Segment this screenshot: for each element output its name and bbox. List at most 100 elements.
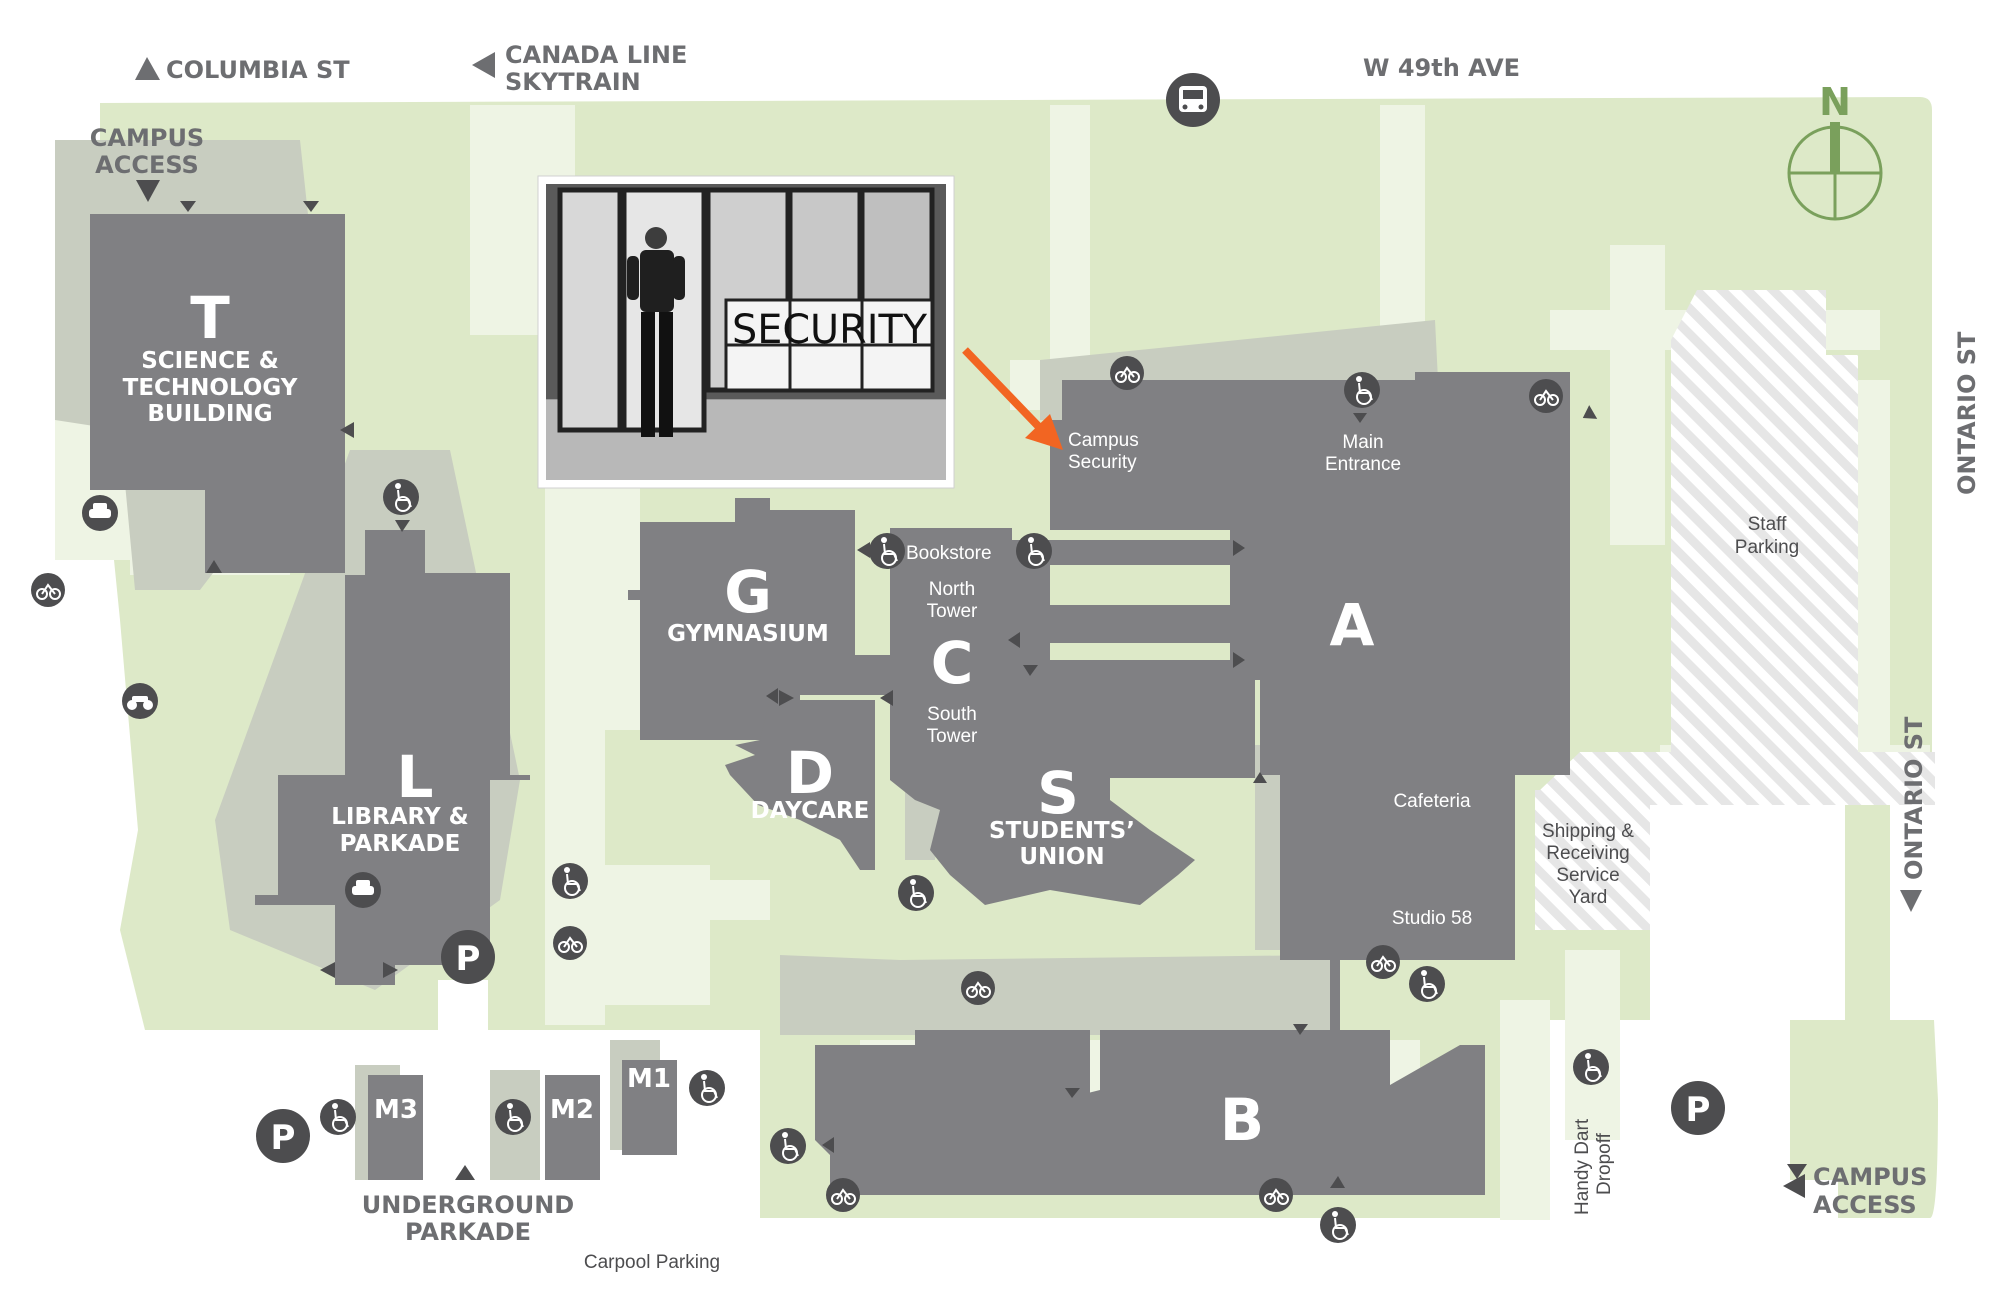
underground-parkade-label-2: PARKADE bbox=[405, 1218, 531, 1246]
accessible-icon bbox=[869, 533, 905, 569]
car-icon bbox=[345, 872, 381, 908]
parking-icon[interactable]: P bbox=[256, 1109, 310, 1163]
accessible-icon bbox=[1320, 1207, 1356, 1243]
building-c[interactable] bbox=[890, 528, 1255, 905]
parking-icon[interactable]: P bbox=[1671, 1081, 1725, 1135]
building-b[interactable] bbox=[815, 1030, 1485, 1195]
street-canada-line-1: CANADA LINE bbox=[505, 41, 687, 69]
security-officer bbox=[627, 227, 685, 437]
building-a-letter: A bbox=[1330, 591, 1375, 659]
accessible-icon bbox=[552, 863, 588, 899]
building-l-letter: L bbox=[397, 743, 434, 811]
underground-parkade-label-1: UNDERGROUND bbox=[362, 1191, 574, 1219]
accessible-icon bbox=[1409, 966, 1445, 1002]
street-w49: W 49th AVE bbox=[1363, 54, 1520, 82]
building-g-name: GYMNASIUM bbox=[667, 621, 829, 647]
bookstore-label: Bookstore bbox=[906, 543, 992, 564]
building-l[interactable] bbox=[255, 530, 530, 985]
security-photo: SECURITY bbox=[537, 175, 955, 489]
handy-dart-label-2: Dropoff bbox=[1594, 1132, 1615, 1195]
staff-parking-area bbox=[1671, 290, 1858, 752]
building-b-letter: B bbox=[1220, 1086, 1264, 1154]
accessible-icon bbox=[1016, 533, 1052, 569]
building-t-name-1: SCIENCE & bbox=[141, 348, 279, 374]
building-l-name-2: PARKADE bbox=[340, 831, 461, 857]
bicycle-icon bbox=[826, 1178, 860, 1212]
security-sign-text: SECURITY bbox=[732, 307, 928, 353]
building-c-south-2: Tower bbox=[927, 726, 978, 747]
accessible-icon bbox=[770, 1128, 806, 1164]
accessible-icon bbox=[1573, 1049, 1609, 1085]
bicycle-icon bbox=[553, 926, 587, 960]
bicycle-icon bbox=[1529, 379, 1563, 413]
building-m3[interactable] bbox=[368, 1075, 423, 1180]
main-entrance-label-1: Main bbox=[1342, 432, 1383, 453]
accessible-icon bbox=[1344, 372, 1380, 408]
building-a[interactable] bbox=[1050, 372, 1570, 960]
building-g[interactable] bbox=[628, 498, 890, 740]
campus-security-highlight-arrow bbox=[962, 347, 1063, 450]
shipping-label-4: Yard bbox=[1569, 887, 1608, 908]
building-c-north-1: North bbox=[929, 579, 975, 600]
shipping-receiving-yard bbox=[1535, 752, 1935, 1020]
building-t-name-2: TECHNOLOGY bbox=[123, 375, 298, 401]
point-labels: Campus Security Main Entrance Bookstore … bbox=[362, 430, 1799, 1273]
building-m2[interactable] bbox=[545, 1075, 600, 1180]
building-l-name-1: LIBRARY & bbox=[331, 804, 468, 830]
motorcycle-icon bbox=[122, 683, 158, 719]
accessible-icon bbox=[495, 1099, 531, 1135]
campus-access-se-1: CAMPUS bbox=[1813, 1163, 1927, 1191]
carpool-parking-label: Carpool Parking bbox=[584, 1252, 720, 1273]
street-labels: COLUMBIA ST CANADA LINE SKYTRAIN W 49th … bbox=[135, 41, 1981, 912]
building-m3-letter: M3 bbox=[374, 1095, 418, 1125]
building-t[interactable] bbox=[90, 214, 345, 573]
building-g-letter: G bbox=[724, 558, 772, 626]
building-d[interactable] bbox=[725, 700, 875, 870]
accessible-icon bbox=[898, 875, 934, 911]
main-entrance-label-2: Entrance bbox=[1325, 454, 1401, 475]
building-d-letter: D bbox=[786, 739, 834, 807]
campus-security-label-2: Security bbox=[1068, 452, 1137, 473]
street-columbia: COLUMBIA ST bbox=[166, 56, 350, 84]
svg-text:P: P bbox=[271, 1118, 296, 1158]
building-d-name: DAYCARE bbox=[751, 798, 870, 824]
bicycle-icon bbox=[1259, 1178, 1293, 1212]
svg-text:P: P bbox=[1686, 1090, 1711, 1130]
street-ontario-top: ONTARIO ST bbox=[1953, 331, 1981, 495]
entrance-markers bbox=[136, 180, 1807, 1188]
campus-access-nw-2: ACCESS bbox=[95, 151, 199, 179]
parking-icon[interactable]: P bbox=[441, 930, 495, 984]
street-ontario-bottom: ONTARIO ST bbox=[1900, 716, 1928, 880]
campus-security-label-1: Campus bbox=[1068, 430, 1139, 451]
building-t-name-3: BUILDING bbox=[147, 401, 272, 427]
buildings bbox=[90, 214, 1570, 1195]
campus-access-se-2: ACCESS bbox=[1813, 1191, 1917, 1219]
campus-access-nw-1: CAMPUS bbox=[90, 124, 204, 152]
building-m1-letter: M1 bbox=[627, 1064, 671, 1094]
building-c-north-2: Tower bbox=[927, 601, 978, 622]
bicycle-icon bbox=[1366, 945, 1400, 979]
bicycle-icon bbox=[961, 971, 995, 1005]
shipping-label-3: Service bbox=[1556, 865, 1619, 886]
cafeteria-label: Cafeteria bbox=[1393, 791, 1471, 812]
staff-parking-label-2: Parking bbox=[1735, 537, 1799, 558]
building-s-name-1: STUDENTS’ bbox=[989, 818, 1135, 844]
accessible-icon bbox=[320, 1099, 356, 1135]
car-icon bbox=[82, 495, 118, 531]
building-s-letter: S bbox=[1037, 759, 1079, 827]
building-labels: T SCIENCE & TECHNOLOGY BUILDING G GYMNAS… bbox=[123, 284, 1375, 1154]
accessible-icon bbox=[689, 1070, 725, 1106]
building-s-name-2: UNION bbox=[1019, 844, 1104, 870]
building-t-letter: T bbox=[190, 284, 230, 352]
building-m2-letter: M2 bbox=[550, 1095, 594, 1125]
bus-icon[interactable] bbox=[1166, 73, 1220, 127]
compass-icon: N bbox=[1787, 80, 1883, 221]
shipping-label-2: Receiving bbox=[1546, 843, 1629, 864]
building-m1[interactable] bbox=[622, 1060, 677, 1155]
building-c-south-1: South bbox=[927, 704, 977, 725]
map-icons: P P P bbox=[31, 73, 1725, 1243]
shipping-label-1: Shipping & bbox=[1542, 821, 1634, 842]
studio58-label: Studio 58 bbox=[1392, 908, 1472, 929]
building-c-letter: C bbox=[931, 629, 974, 697]
